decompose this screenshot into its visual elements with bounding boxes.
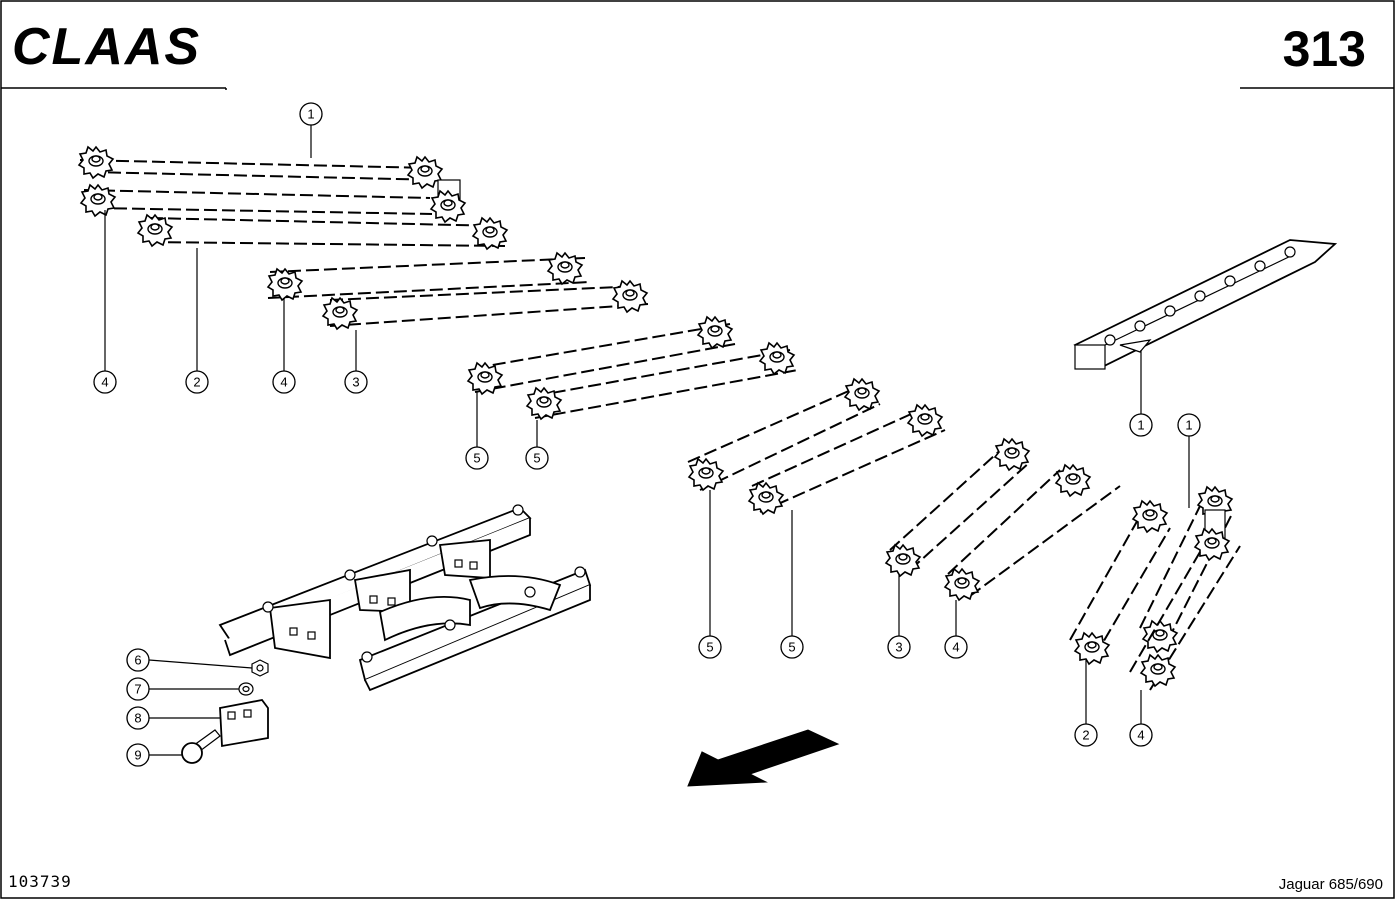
callout-1-right-b: 1 xyxy=(1177,413,1201,437)
fastener-parts xyxy=(181,659,269,764)
callout-6: 6 xyxy=(126,648,150,672)
svg-text:5: 5 xyxy=(706,640,713,655)
sprocket-icon xyxy=(137,214,173,247)
svg-text:8: 8 xyxy=(134,711,141,726)
model-name: Jaguar 685/690 xyxy=(1279,876,1383,893)
callout-4-d: 4 xyxy=(1129,723,1153,747)
callout-5-a: 5 xyxy=(465,446,489,470)
callout-3-a: 3 xyxy=(344,370,368,394)
callout-3-b: 3 xyxy=(887,635,911,659)
sprocket-icon xyxy=(844,378,880,411)
svg-text:2: 2 xyxy=(193,375,200,390)
sprocket-icon xyxy=(759,342,795,375)
svg-text:1: 1 xyxy=(307,107,314,122)
svg-text:6: 6 xyxy=(134,653,141,668)
svg-text:4: 4 xyxy=(1137,728,1144,743)
callout-5-d: 5 xyxy=(780,635,804,659)
callout-4-a: 4 xyxy=(93,370,117,394)
chain-group-left xyxy=(78,146,649,330)
svg-text:5: 5 xyxy=(788,640,795,655)
sprocket-icon xyxy=(1055,464,1091,497)
sprocket-icon xyxy=(407,156,443,189)
svg-text:9: 9 xyxy=(134,748,141,763)
sprocket-icon xyxy=(748,482,784,515)
callout-1-top: 1 xyxy=(299,102,323,126)
callout-4-b: 4 xyxy=(272,370,296,394)
sprocket-icon xyxy=(612,280,648,313)
callout-5-b: 5 xyxy=(525,446,549,470)
callout-2-a: 2 xyxy=(185,370,209,394)
callout-4-c: 4 xyxy=(944,635,968,659)
svg-text:3: 3 xyxy=(352,375,359,390)
sprocket-icon xyxy=(944,568,980,601)
svg-text:7: 7 xyxy=(134,682,141,697)
svg-text:2: 2 xyxy=(1082,728,1089,743)
sprocket-icon xyxy=(994,438,1030,471)
callout-5-c: 5 xyxy=(698,635,722,659)
svg-text:1: 1 xyxy=(1185,418,1192,433)
callout-9: 9 xyxy=(126,743,150,767)
leader-lines xyxy=(104,125,1190,756)
roller-chain-detail xyxy=(1073,239,1338,370)
brand-logo: CLAAS xyxy=(12,18,201,76)
svg-text:4: 4 xyxy=(952,640,959,655)
chain-group-right xyxy=(1069,239,1338,691)
callout-8: 8 xyxy=(126,706,150,730)
callout-2-b: 2 xyxy=(1074,723,1098,747)
sprocket-icon xyxy=(688,458,724,491)
chain-guide-assembly xyxy=(218,504,592,692)
svg-text:1: 1 xyxy=(1137,418,1144,433)
sprocket-icon xyxy=(472,217,508,250)
drawing-number: 103739 xyxy=(8,872,72,891)
sprocket-icon xyxy=(697,316,733,349)
sprocket-icon xyxy=(907,404,943,437)
callout-7: 7 xyxy=(126,677,150,701)
svg-text:4: 4 xyxy=(101,375,108,390)
sprocket-icon xyxy=(1132,500,1168,533)
svg-text:5: 5 xyxy=(473,451,480,466)
sprocket-icon xyxy=(1074,632,1110,665)
svg-text:3: 3 xyxy=(895,640,902,655)
svg-text:5: 5 xyxy=(533,451,540,466)
chain-group-middle xyxy=(467,316,1121,601)
page-number: 313 xyxy=(1283,21,1366,77)
svg-text:4: 4 xyxy=(280,375,287,390)
sprocket-icon xyxy=(467,362,503,395)
direction-arrow-icon xyxy=(687,729,840,787)
sprocket-icon xyxy=(1142,620,1178,653)
sprocket-icon xyxy=(267,268,303,301)
sprocket-icon xyxy=(78,146,114,179)
callout-1-right-a: 1 xyxy=(1129,413,1153,437)
